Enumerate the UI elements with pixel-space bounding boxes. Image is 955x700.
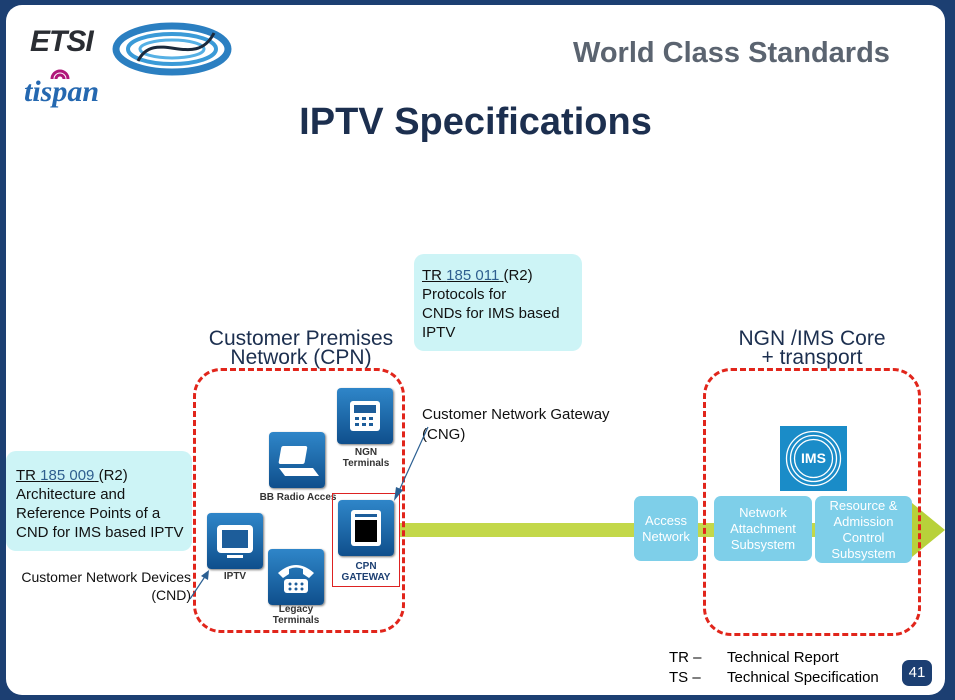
tispan-signal-icon: [50, 69, 70, 80]
slide: ETSI tispan World Class Standards IPTV S…: [6, 5, 945, 695]
cpn-gateway-frame: [332, 493, 400, 587]
cng-label: Customer Network Gateway (CNG): [422, 406, 610, 443]
legend-row: TR –Technical Report: [669, 649, 839, 666]
page-number-badge: 41: [902, 660, 932, 686]
bb-radio-label: BB Radio Acces: [259, 492, 337, 503]
cpn-title: Customer Premises Network (CPN): [208, 327, 394, 369]
world-class-standards-tagline: World Class Standards: [573, 37, 890, 69]
note-line: Architecture and: [16, 486, 126, 503]
desk-phone-icon: [350, 401, 380, 431]
doc-number-link[interactable]: 185 011: [446, 267, 500, 284]
core-title: NGN /IMS Core + transport: [738, 327, 886, 369]
tv-icon: [217, 525, 253, 558]
etsi-swoosh-icon: [112, 22, 232, 76]
cnd-label: Customer Network Devices (CND): [21, 569, 191, 603]
etsi-logo: ETSI tispan: [20, 19, 235, 119]
bb-radio-tile: [269, 432, 325, 488]
tispan-wordmark: tispan: [24, 75, 100, 108]
core-region: [703, 368, 921, 636]
note-line: Reference Points of a: [16, 505, 161, 522]
note-line: CND for IMS based IPTV: [16, 524, 184, 541]
cng-pointer-arrow-icon: [394, 426, 429, 501]
cpn-region: [193, 368, 405, 633]
cpn-gateway-tile: [338, 500, 394, 556]
gateway-icon: [351, 510, 381, 546]
note-line: IPTV: [422, 324, 456, 341]
ngn-terminals-tile: [337, 388, 393, 444]
doc-type: TR: [422, 267, 442, 284]
release: (R2): [503, 267, 533, 284]
ims-rings-icon: [785, 430, 842, 487]
doc-type: TR: [16, 467, 36, 484]
note-tr-185-011: TR 185 011 (R2) Protocols for CNDs for I…: [414, 254, 582, 351]
etsi-wordmark: ETSI: [30, 25, 94, 58]
cnd-pointer-arrow-icon: [189, 570, 209, 600]
release: (R2): [98, 467, 128, 484]
note-tr-185-009: TR 185 009 (R2) Architecture and Referen…: [6, 451, 192, 551]
iptv-label: IPTV: [223, 571, 247, 582]
laptop-icon: [278, 446, 319, 476]
ims-badge: IMS: [780, 426, 847, 491]
doc-number-link[interactable]: 185 009: [40, 467, 95, 484]
legend-row: TS –Technical Specification: [669, 669, 879, 686]
page-title: IPTV Specifications: [299, 101, 652, 143]
iptv-tile: [207, 513, 263, 569]
note-line: Protocols for: [422, 286, 507, 303]
legacy-terminals-tile: [268, 549, 324, 605]
ims-label: IMS: [801, 450, 826, 466]
note-line: CNDs for IMS based: [422, 305, 560, 322]
telephone-icon: [278, 565, 314, 593]
abbreviation-legend: TR –Technical Report TS –Technical Speci…: [669, 648, 879, 688]
